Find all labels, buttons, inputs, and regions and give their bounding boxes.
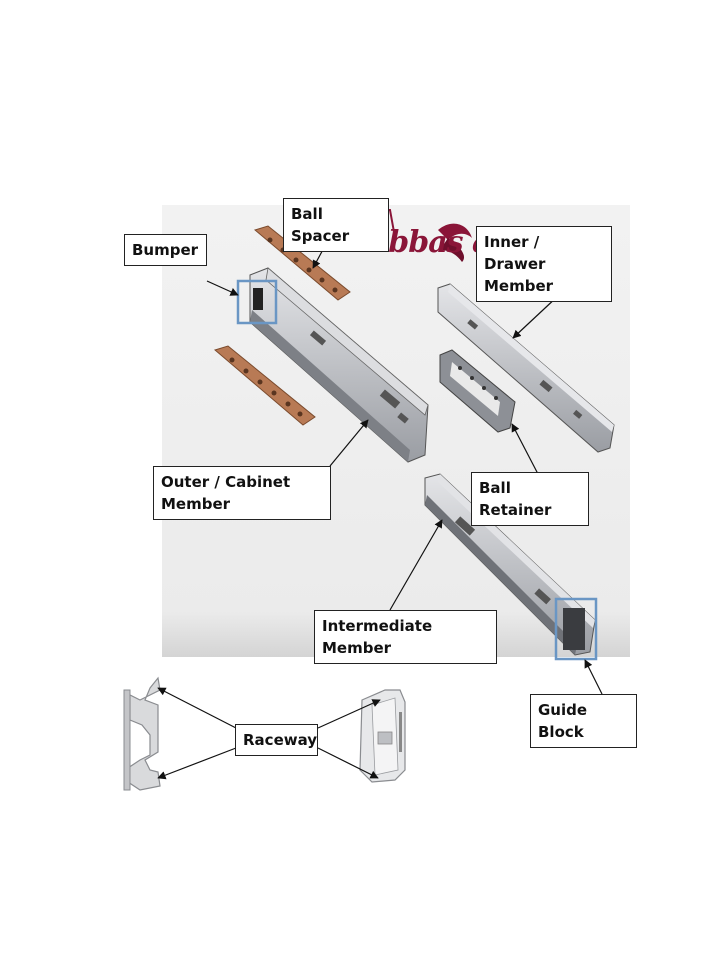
ball-retainer-leader: [511, 423, 539, 475]
guide-block-leader: [584, 659, 603, 695]
bumper-leader: [206, 280, 239, 296]
raceway-text: Raceway: [243, 731, 318, 749]
raceway-label: Raceway: [235, 724, 318, 756]
intermediate-member-text: Intermediate Member: [322, 617, 433, 657]
guide-block-label: Guide Block: [530, 694, 637, 748]
ball-retainer-part: [439, 349, 516, 433]
bumper-highlight-box: [236, 279, 278, 325]
guide-block-highlight-box: [554, 597, 598, 661]
outer-member-text-line1: Outer / Cabinet: [161, 473, 291, 491]
raceway-right-part: [359, 689, 406, 783]
raceway-leader-2: [157, 747, 237, 780]
ball-spacer-label: Ball Spacer: [283, 198, 389, 252]
ball-spacer-bottom: [213, 345, 316, 426]
ball-retainer-label: Ball Retainer: [471, 472, 589, 526]
raceway-leader-1: [157, 687, 237, 729]
inner-member-text-line2: Member: [484, 277, 554, 295]
raceway-leader-3: [317, 699, 381, 729]
raceway-leader-4: [317, 747, 379, 779]
inner-drawer-member-label: Inner / Drawer Member: [476, 226, 612, 302]
bumper-part: [253, 288, 263, 310]
outer-member-leader: [329, 419, 369, 467]
outer-cabinet-member-label: Outer / Cabinet Member: [153, 466, 331, 520]
ball-retainer-text: Ball Retainer: [479, 479, 552, 519]
ball-spacer-top: [253, 225, 351, 301]
guide-block-text: Guide Block: [538, 701, 588, 741]
bumper-text: Bumper: [132, 241, 199, 259]
intermediate-member-label: Intermediate Member: [314, 610, 497, 664]
bumper-label: Bumper: [124, 234, 207, 266]
ball-spacer-text: Ball Spacer: [291, 205, 350, 245]
raceway-left-part: [123, 676, 161, 791]
inner-member-text-line1: Inner / Drawer: [484, 233, 546, 273]
intermediate-member-leader: [389, 519, 443, 611]
outer-member-text-line2: Member: [161, 495, 231, 513]
inner-drawer-member: [437, 283, 615, 453]
guide-block-part: [563, 608, 585, 650]
